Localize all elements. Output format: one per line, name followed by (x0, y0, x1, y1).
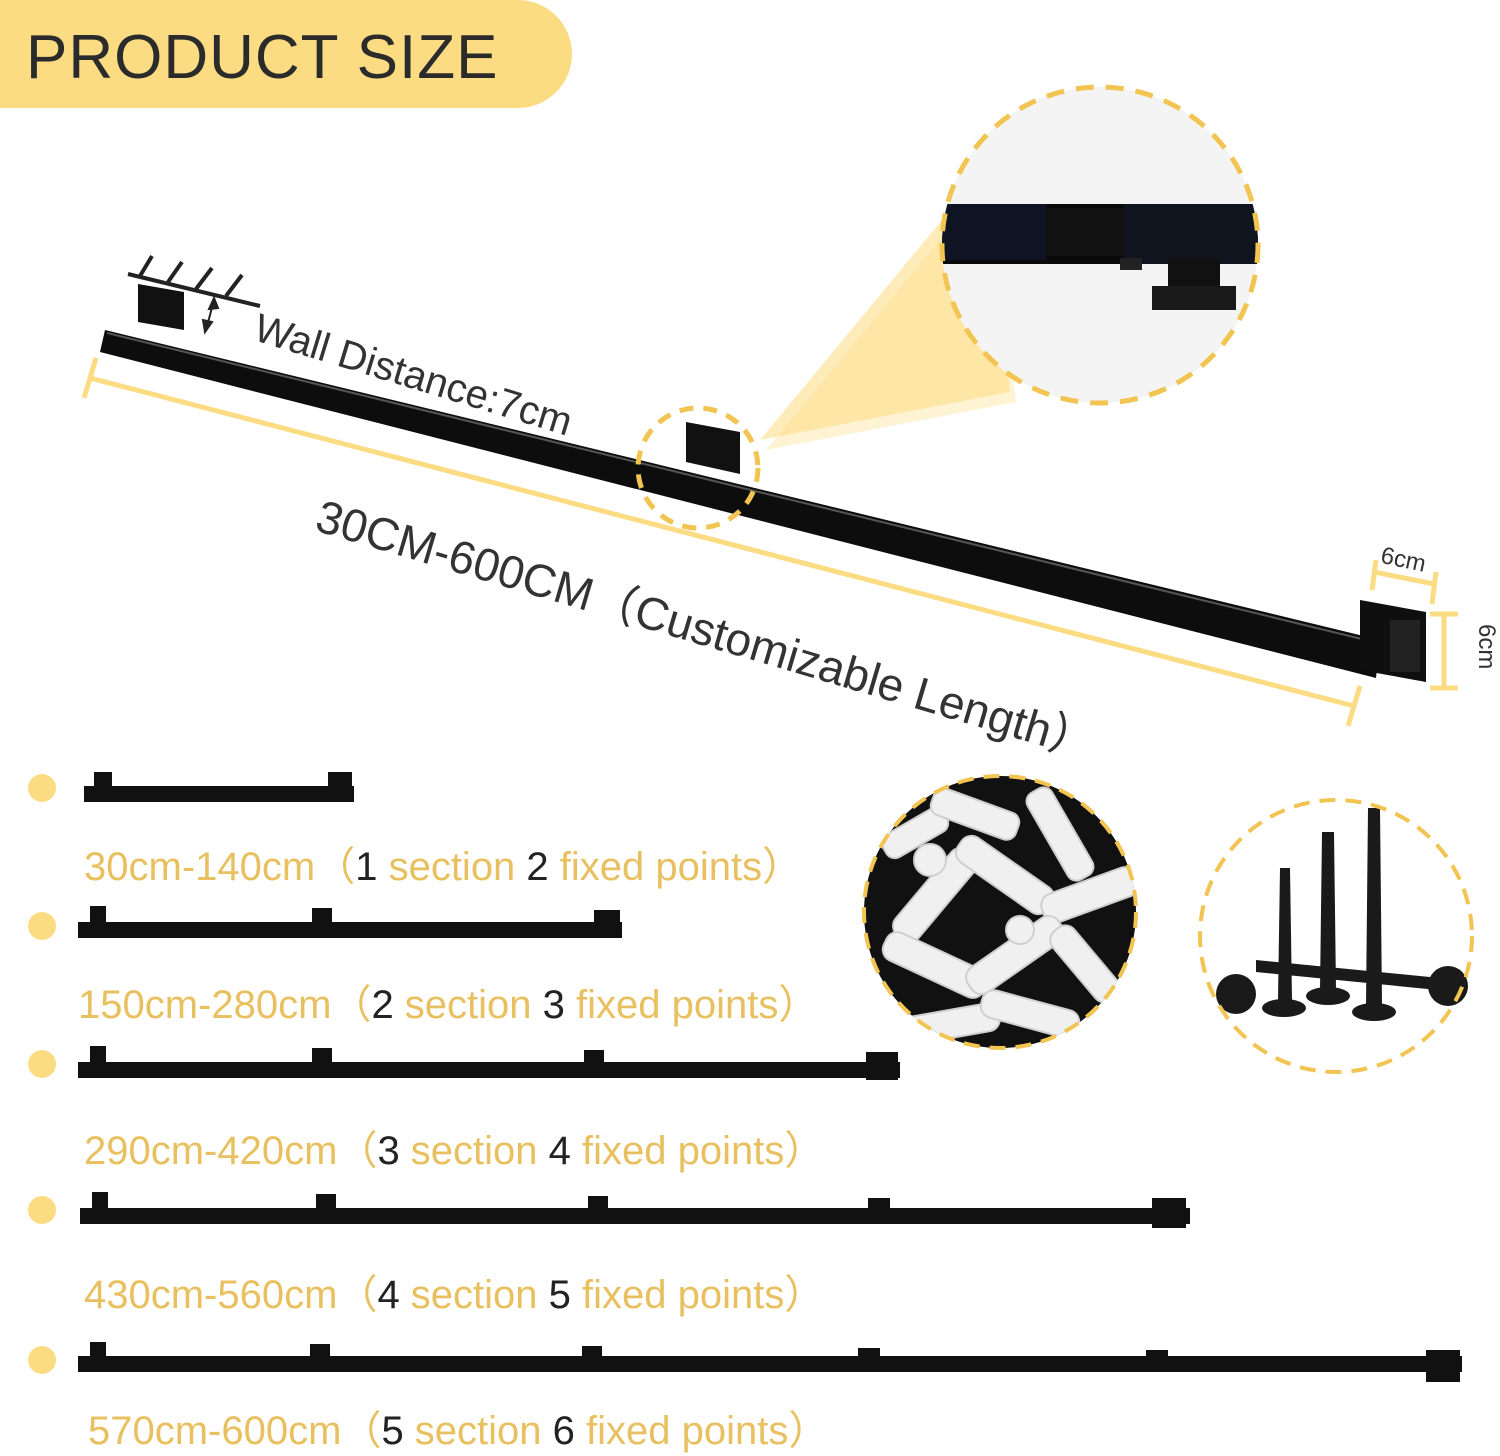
size-option-3: 290cm-420cm（3 section 4 fixed points） (84, 1129, 825, 1173)
length-dimension (81, 357, 1363, 727)
wall-anchors-photo (862, 774, 1138, 1050)
wall-hatch-icon (127, 254, 261, 308)
title-badge: PRODUCT SIZE (0, 0, 572, 108)
screw-icon (1216, 808, 1468, 1021)
size-option-4: 430cm-560cm（4 section 5 fixed points） (84, 1273, 825, 1317)
bracket-height-label: 6cm (1473, 624, 1500, 670)
option-bullet (28, 1346, 56, 1374)
joint-zoom-circle (939, 84, 1261, 406)
page-title: PRODUCT SIZE (26, 23, 499, 92)
option-bullet (28, 774, 56, 802)
option-bullet (28, 1050, 56, 1078)
screws-photo (1198, 798, 1474, 1074)
wall-distance-arrow-icon (201, 295, 220, 335)
option-bullet (28, 912, 56, 940)
option-bullet (28, 1196, 56, 1224)
size-option-1: 30cm-140cm（1 section 2 fixed points） (84, 845, 803, 889)
bracket-dimensions (1369, 559, 1458, 691)
joint-highlight-circle (635, 405, 761, 531)
size-option-2: 150cm-280cm（2 section 3 fixed points） (78, 983, 819, 1027)
size-option-rails (78, 772, 1462, 1382)
main-handrail (100, 284, 1426, 682)
size-option-5: 570cm-600cm（5 section 6 fixed points） (88, 1409, 829, 1453)
